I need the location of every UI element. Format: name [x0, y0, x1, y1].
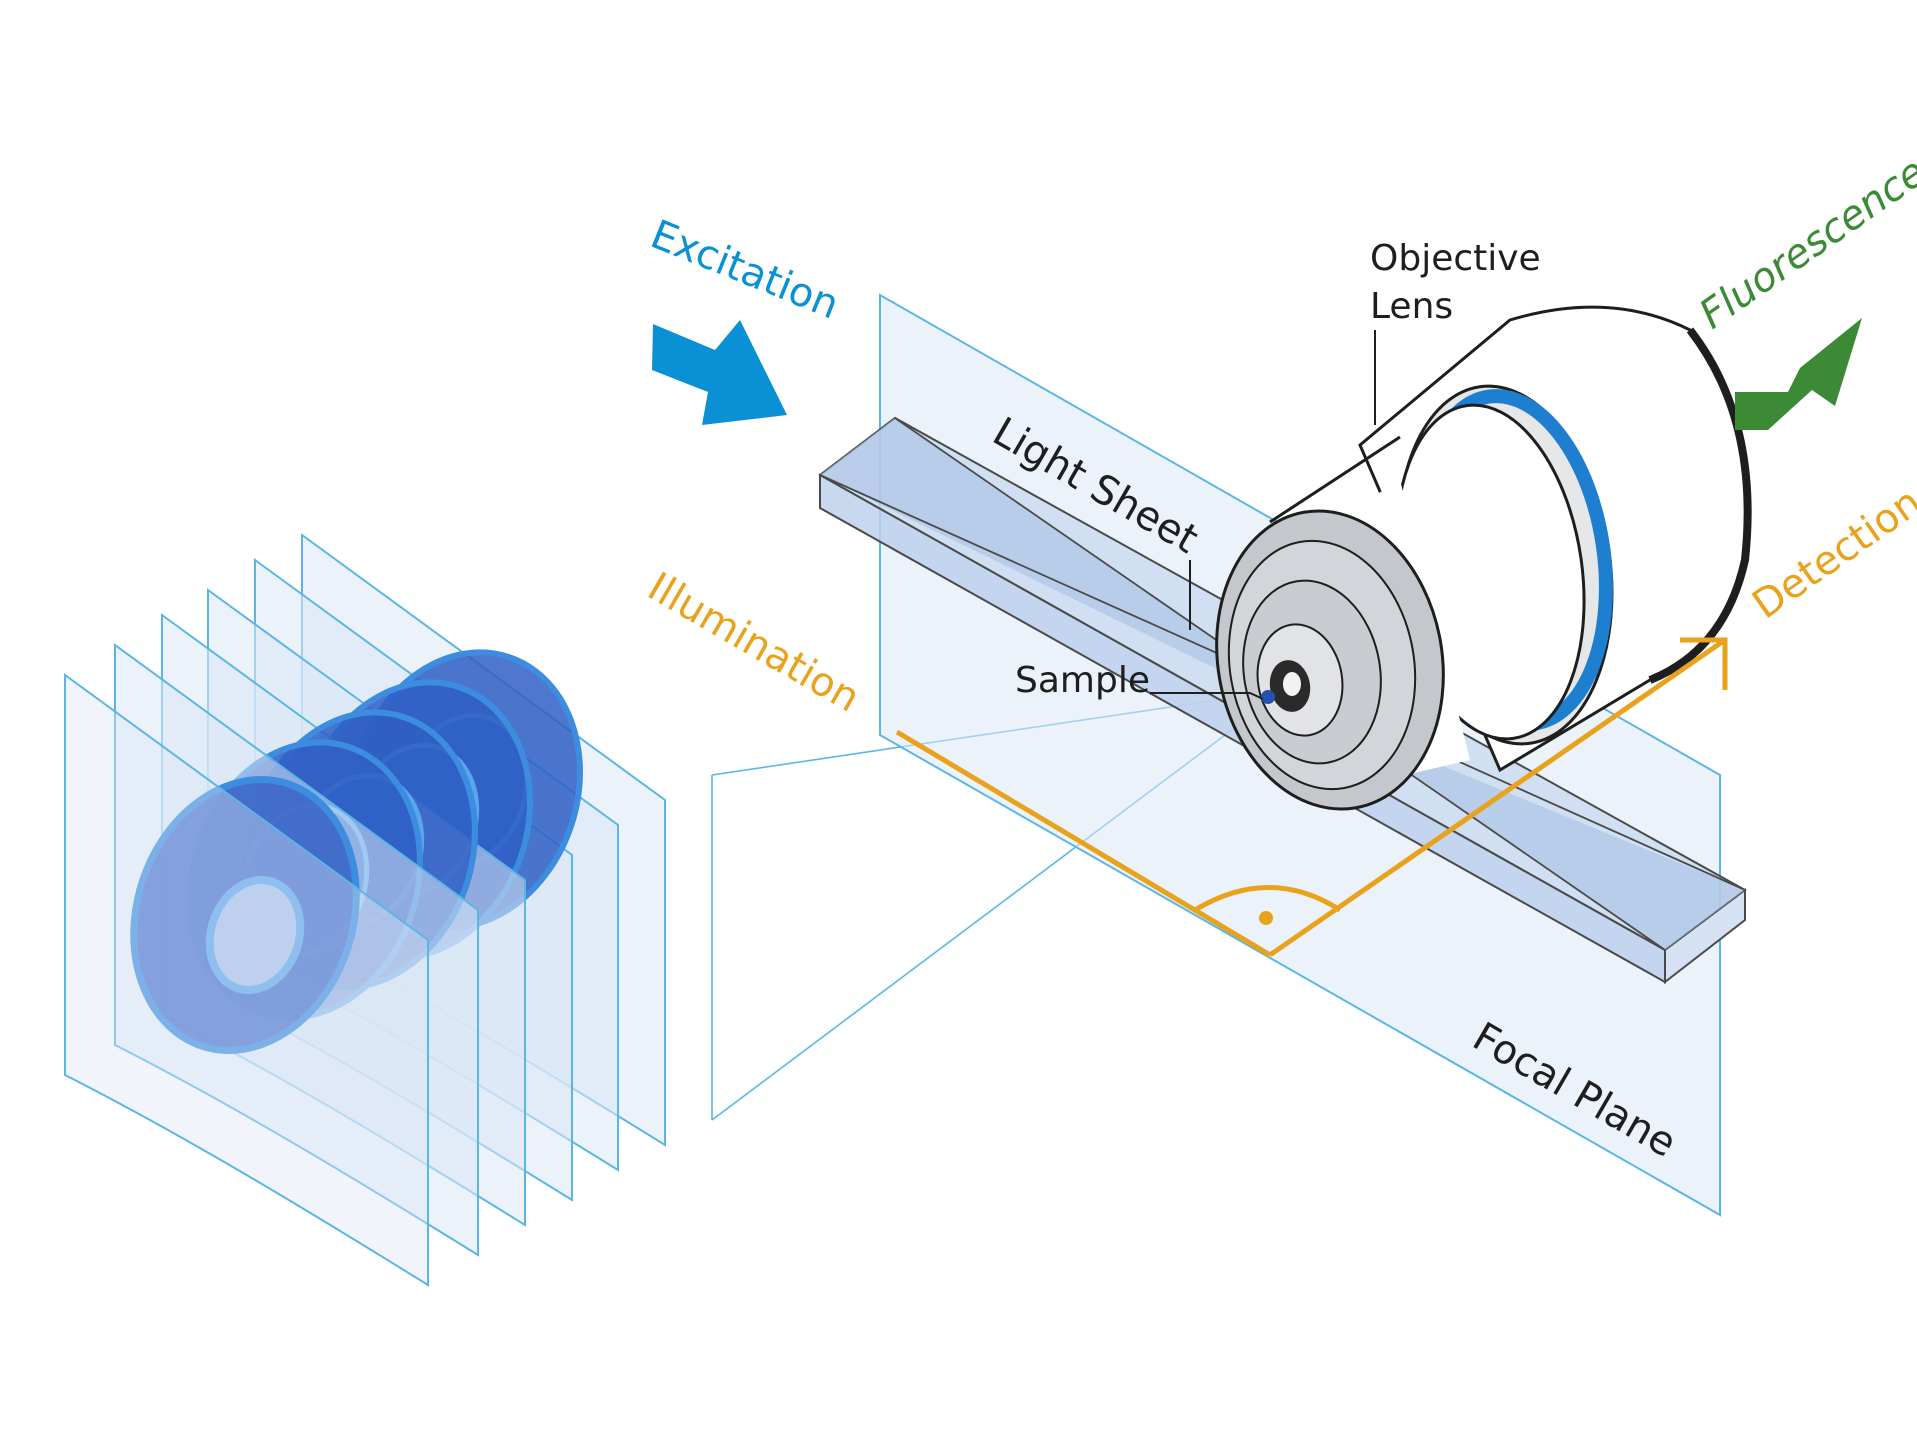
sample-label: Sample — [1015, 660, 1150, 701]
image-stack — [64, 533, 666, 1287]
right-angle-dot — [1259, 911, 1273, 925]
fluorescence-arrow-icon — [1735, 318, 1862, 430]
objective-lens-label-line1: Objective — [1370, 238, 1541, 279]
excitation-label: Excitation — [644, 212, 845, 329]
illumination-label: Illumination — [640, 564, 867, 722]
sample-dot — [1261, 690, 1275, 704]
objective-lens — [1215, 305, 1752, 811]
objective-lens-label-line2: Lens — [1370, 286, 1453, 327]
excitation-arrow-icon — [652, 320, 787, 425]
axes — [895, 637, 1728, 958]
fluorescence-label: Fluorescence — [1691, 149, 1917, 338]
leader-lines — [1150, 330, 1376, 700]
detection-label: Detection — [1744, 479, 1917, 628]
illumination-axis — [895, 729, 1272, 958]
stack-slice-1 — [64, 673, 429, 1287]
detection-axis — [1268, 637, 1727, 958]
right-angle-icon — [1193, 885, 1342, 913]
detection-arrow-icon — [1680, 637, 1728, 690]
